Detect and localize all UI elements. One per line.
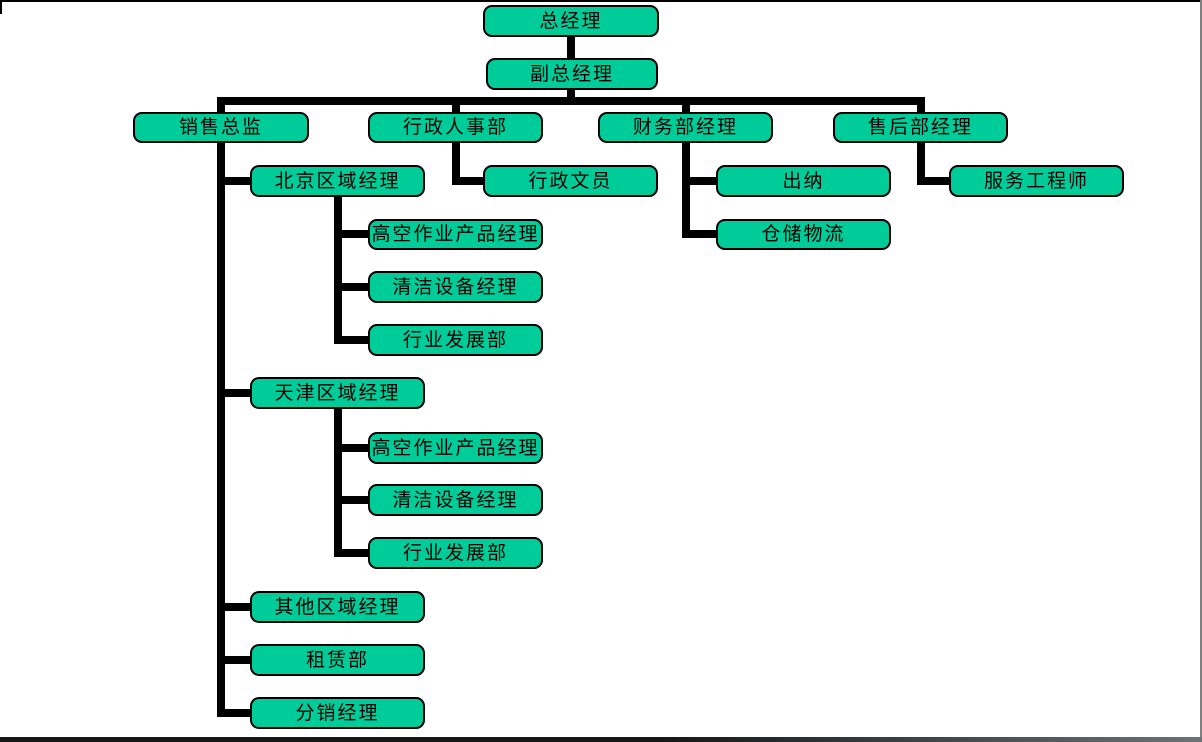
org-node-label: 财务部经理 — [632, 117, 738, 138]
org-node-label: 高空作业产品经理 — [371, 437, 540, 459]
org-node-label: 总经理 — [539, 10, 603, 32]
org-node-label: 行业发展部 — [402, 542, 508, 564]
org-node-industry-development-dept-beijing[interactable]: 行业发展部 — [368, 324, 543, 356]
org-node-aerial-product-manager-beijing[interactable]: 高空作业产品经理 — [368, 219, 543, 250]
connector-tianjin-to-cleaning — [334, 496, 368, 504]
connector-bar-to-finance — [682, 97, 690, 113]
org-node-label: 售后部经理 — [867, 117, 973, 138]
connector-sales-to-leasing — [217, 656, 250, 664]
org-node-admin-hr-dept[interactable]: 行政人事部 — [368, 112, 543, 143]
connector-aftersales-trunk — [917, 142, 925, 185]
org-node-service-engineer[interactable]: 服务工程师 — [949, 165, 1124, 197]
org-node-industry-development-dept-tianjin[interactable]: 行业发展部 — [368, 537, 543, 569]
connector-bar-to-sales — [217, 97, 225, 113]
org-node-label: 天津区域经理 — [274, 382, 401, 404]
org-node-label: 行业发展部 — [402, 329, 508, 351]
org-node-aftersales-dept-manager[interactable]: 售后部经理 — [833, 112, 1008, 143]
org-node-label: 分销经理 — [295, 702, 380, 724]
connector-sales-to-beijing — [217, 177, 250, 185]
connector-beijing-to-aerial — [334, 230, 368, 238]
org-node-other-regional-manager[interactable]: 其他区域经理 — [250, 591, 425, 623]
org-node-label: 服务工程师 — [983, 170, 1089, 192]
org-node-deputy-general-manager[interactable]: 副总经理 — [486, 58, 658, 90]
org-node-finance-dept-manager[interactable]: 财务部经理 — [598, 112, 773, 143]
org-node-label: 高空作业产品经理 — [371, 224, 540, 245]
connector-sales-trunk — [217, 142, 225, 717]
org-node-distribution-manager[interactable]: 分销经理 — [250, 697, 425, 729]
org-node-general-manager[interactable]: 总经理 — [483, 5, 659, 37]
org-node-label: 销售总监 — [178, 117, 263, 138]
frame-edge-right — [1200, 0, 1202, 742]
org-node-label: 清洁设备经理 — [392, 489, 519, 511]
connector-beijing-trunk — [334, 196, 342, 344]
org-node-cleaning-equipment-manager-beijing[interactable]: 清洁设备经理 — [368, 271, 543, 303]
org-node-label: 租赁部 — [305, 649, 369, 671]
connector-gm-to-dgm — [567, 36, 575, 59]
frame-edge-left — [0, 0, 2, 14]
connector-beijing-to-industry — [334, 336, 368, 344]
org-node-aerial-product-manager-tianjin[interactable]: 高空作业产品经理 — [368, 432, 543, 464]
connector-tianjin-trunk — [334, 408, 342, 557]
connector-finance-to-warehouse — [682, 230, 716, 238]
org-node-leasing-dept[interactable]: 租赁部 — [250, 644, 425, 676]
org-node-label: 清洁设备经理 — [392, 276, 519, 298]
connector-sales-to-tianjin — [217, 389, 250, 397]
org-node-warehouse-logistics[interactable]: 仓储物流 — [716, 219, 891, 250]
org-node-admin-clerk[interactable]: 行政文员 — [483, 165, 658, 197]
connector-bar-to-aftersales — [917, 97, 925, 113]
connector-finance-to-cashier — [682, 177, 716, 185]
connector-beijing-to-cleaning — [334, 283, 368, 291]
connector-bar-to-adminhr — [452, 97, 460, 113]
connector-aftersales-to-engineer — [917, 177, 949, 185]
org-node-label: 出纳 — [782, 170, 825, 192]
org-node-tianjin-regional-manager[interactable]: 天津区域经理 — [250, 377, 425, 409]
connector-main-bar — [217, 97, 925, 105]
connector-finance-trunk — [682, 142, 690, 238]
connector-tianjin-to-aerial — [334, 444, 368, 452]
connector-sales-to-distribution — [217, 709, 250, 717]
org-node-label: 其他区域经理 — [274, 596, 401, 618]
org-node-label: 行政人事部 — [402, 117, 508, 138]
org-node-cashier[interactable]: 出纳 — [716, 165, 891, 197]
org-node-label: 副总经理 — [529, 63, 614, 85]
org-node-label: 北京区域经理 — [274, 170, 401, 192]
frame-edge-top — [0, 0, 1202, 2]
org-node-label: 仓储物流 — [761, 224, 846, 245]
connector-adminhr-to-clerk — [452, 177, 483, 185]
connector-tianjin-to-industry — [334, 549, 368, 557]
org-node-cleaning-equipment-manager-tianjin[interactable]: 清洁设备经理 — [368, 484, 543, 516]
connector-adminhr-trunk — [452, 142, 460, 185]
org-node-beijing-regional-manager[interactable]: 北京区域经理 — [250, 165, 425, 197]
org-node-sales-director[interactable]: 销售总监 — [133, 112, 309, 143]
connector-sales-to-other — [217, 603, 250, 611]
org-node-label: 行政文员 — [528, 170, 613, 192]
frame-edge-bottom — [0, 737, 1202, 742]
